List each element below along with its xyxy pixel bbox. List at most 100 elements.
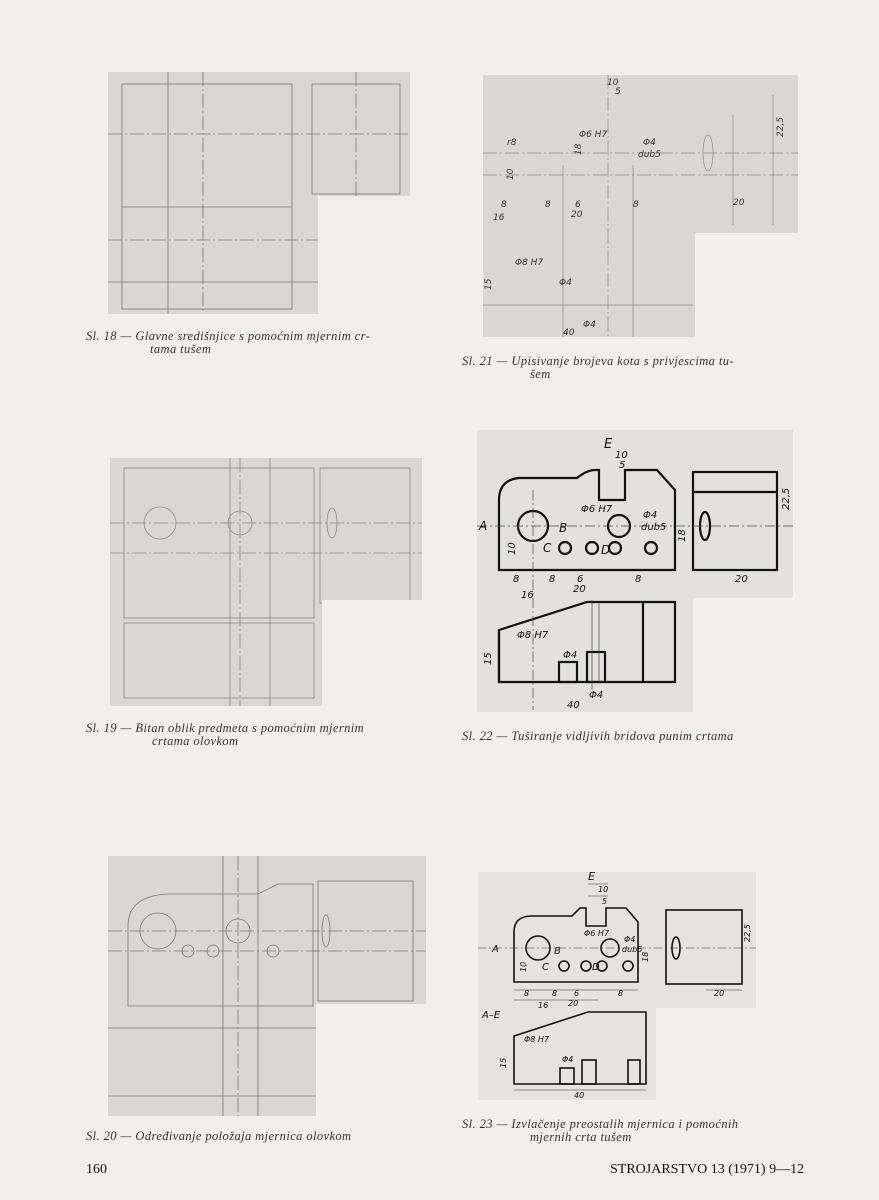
fig23-label-10b: 10 (519, 962, 528, 972)
fig22-label-5: 5 (619, 460, 625, 471)
fig23-label-18: 18 (641, 952, 650, 962)
caption-21-line1: Sl. 21 — Upisivanje brojeva kota s privj… (462, 354, 734, 368)
fig21-label-40: 40 (563, 328, 575, 337)
figure-20-drawing (108, 856, 426, 1116)
figure-18-drawing (108, 72, 410, 314)
figure-22-cutout (693, 598, 793, 712)
fig21-label-6: 6 (575, 200, 581, 210)
fig23-label-6: 6 (574, 989, 579, 998)
fig22-label-E: E (604, 437, 613, 452)
fig22-label-10b: 10 (507, 542, 518, 555)
fig23-label-E: E (588, 872, 595, 883)
fig21-label-phi8h7: Φ8 H7 (515, 258, 543, 268)
figure-19-cutout (322, 600, 422, 706)
fig22-label-B: B (559, 521, 567, 535)
fig22-label-18: 18 (677, 529, 688, 542)
caption-22-line1: Sl. 22 — Tuširanje vidljivih bridova pun… (462, 729, 734, 743)
fig22-label-8b: 8 (549, 574, 555, 585)
fig21-label-phi4: Φ4 (643, 138, 656, 148)
caption-20: Sl. 20 — Određivanje položaja mjernica o… (86, 1130, 426, 1143)
fig23-label-D: D (592, 962, 600, 973)
fig21-label-15: 15 (484, 278, 494, 290)
fig21-label-22-5: 22,5 (776, 117, 786, 137)
fig23-label-phi6h7: Φ6 H7 (584, 929, 610, 938)
fig22-label-8: 8 (513, 574, 519, 585)
fig21-label-20b: 20 (733, 198, 745, 208)
fig23-label-16: 16 (538, 1001, 548, 1010)
fig23-label-8: 8 (524, 989, 529, 998)
figure-18 (108, 72, 410, 314)
fig22-label-6: 6 (577, 574, 583, 585)
fig21-label-phi6h7: Φ6 H7 (579, 130, 607, 140)
fig22-label-15: 15 (483, 652, 494, 665)
fig22-label-20b: 20 (735, 574, 748, 585)
caption-19-line1: Sl. 19 — Bitan oblik predmeta s pomoćnim… (86, 721, 365, 735)
fig22-label-A: A (478, 519, 487, 533)
fig23-label-phi4b: Φ4 (562, 1055, 573, 1064)
fig23-label-8b: 8 (552, 989, 557, 998)
caption-18: Sl. 18 — Glavne središnjice s pomoćnim m… (86, 330, 416, 356)
fig23-label-B: B (554, 946, 561, 957)
figure-20 (108, 856, 426, 1116)
fig22-label-20a: 20 (573, 584, 586, 595)
fig22-label-10: 10 (615, 450, 628, 461)
fig23-label-5: 5 (602, 897, 607, 906)
caption-23: Sl. 23 — Izvlačenje preostalih mjernica … (462, 1118, 832, 1144)
figure-21-cutout (695, 233, 798, 337)
figure-18-cutout (318, 196, 410, 314)
page-number: 160 (86, 1162, 107, 1177)
fig22-label-D: D (601, 543, 610, 557)
figure-20-cutout (316, 1004, 426, 1116)
fig22-label-phi8h7: Φ8 H7 (517, 630, 549, 641)
fig21-label-10: 10 (607, 78, 619, 88)
fig23-label-phi4: Φ4 (624, 935, 635, 944)
caption-20-line1: Sl. 20 — Određivanje položaja mjernica o… (86, 1129, 352, 1143)
caption-21: Sl. 21 — Upisivanje brojeva kota s privj… (462, 355, 832, 381)
fig23-label-dub5: dub5 (622, 945, 642, 954)
figure-21-drawing: 10 5 r8 Φ6 H7 Φ4 dub5 8 8 6 20 8 20 16 Φ… (483, 75, 798, 337)
fig23-label-10: 10 (598, 885, 608, 894)
caption-23-line2: mjernih crta tušem (530, 1130, 632, 1144)
caption-23-line1: Sl. 23 — Izvlačenje preostalih mjernica … (462, 1117, 739, 1131)
fig22-label-22-5: 22,5 (781, 488, 792, 510)
fig21-label-phi4b: Φ4 (559, 278, 572, 288)
fig21-label-16: 16 (493, 213, 505, 223)
fig21-label-8c: 8 (633, 200, 639, 210)
fig21-label-5: 5 (615, 87, 621, 97)
fig21-label-8b: 8 (545, 200, 551, 210)
fig23-label-C: C (542, 962, 549, 973)
fig21-label-18: 18 (574, 143, 584, 155)
fig22-label-phi4: Φ4 (643, 510, 657, 521)
fig22-label-dub5: dub5 (641, 522, 666, 533)
fig21-label-20a: 20 (571, 210, 583, 220)
caption-22: Sl. 22 — Tuširanje vidljivih bridova pun… (462, 730, 832, 743)
fig21-label-r8: r8 (507, 138, 517, 148)
fig22-label-8c: 8 (635, 574, 641, 585)
figure-19 (110, 458, 422, 706)
fig23-label-phi8h7: Φ8 H7 (524, 1035, 550, 1044)
caption-19-line2: crtama olovkom (152, 734, 239, 748)
fig23-label-20a: 20 (568, 999, 578, 1008)
fig21-label-dub5: dub5 (638, 150, 661, 160)
fig23-label-22-5: 22,5 (743, 924, 752, 942)
fig21-label-phi4c: Φ4 (583, 320, 596, 330)
fig22-label-phi4c: Φ4 (589, 690, 603, 701)
fig22-label-phi6h7: Φ6 H7 (581, 504, 613, 515)
fig22-label-16: 16 (521, 590, 534, 601)
fig22-label-C: C (543, 541, 552, 555)
caption-18-line2: tama tušem (150, 342, 212, 356)
fig21-label-10b: 10 (506, 168, 516, 180)
figure-21: 10 5 r8 Φ6 H7 Φ4 dub5 8 8 6 20 8 20 16 Φ… (483, 75, 798, 337)
figure-23-cutout (656, 1008, 756, 1100)
fig22-label-40: 40 (567, 700, 580, 711)
figure-23: E 10 5 A B C D Φ6 H7 Φ4 dub5 8 8 6 20 8 … (478, 872, 756, 1100)
fig23-label-A: A (491, 944, 499, 955)
figure-19-drawing (110, 458, 422, 706)
fig22-label-phi4b: Φ4 (563, 650, 577, 661)
fig23-label-40: 40 (574, 1091, 584, 1100)
figure-22-drawing: E 10 5 A B C D Φ6 H7 Φ4 dub5 8 8 6 20 8 … (477, 437, 793, 711)
caption-19: Sl. 19 — Bitan oblik predmeta s pomoćnim… (86, 722, 426, 748)
figure-22: E 10 5 A B C D Φ6 H7 Φ4 dub5 8 8 6 20 8 … (477, 430, 793, 712)
caption-21-line2: šem (530, 367, 551, 381)
figure-23-drawing: E 10 5 A B C D Φ6 H7 Φ4 dub5 8 8 6 20 8 … (478, 872, 756, 1100)
